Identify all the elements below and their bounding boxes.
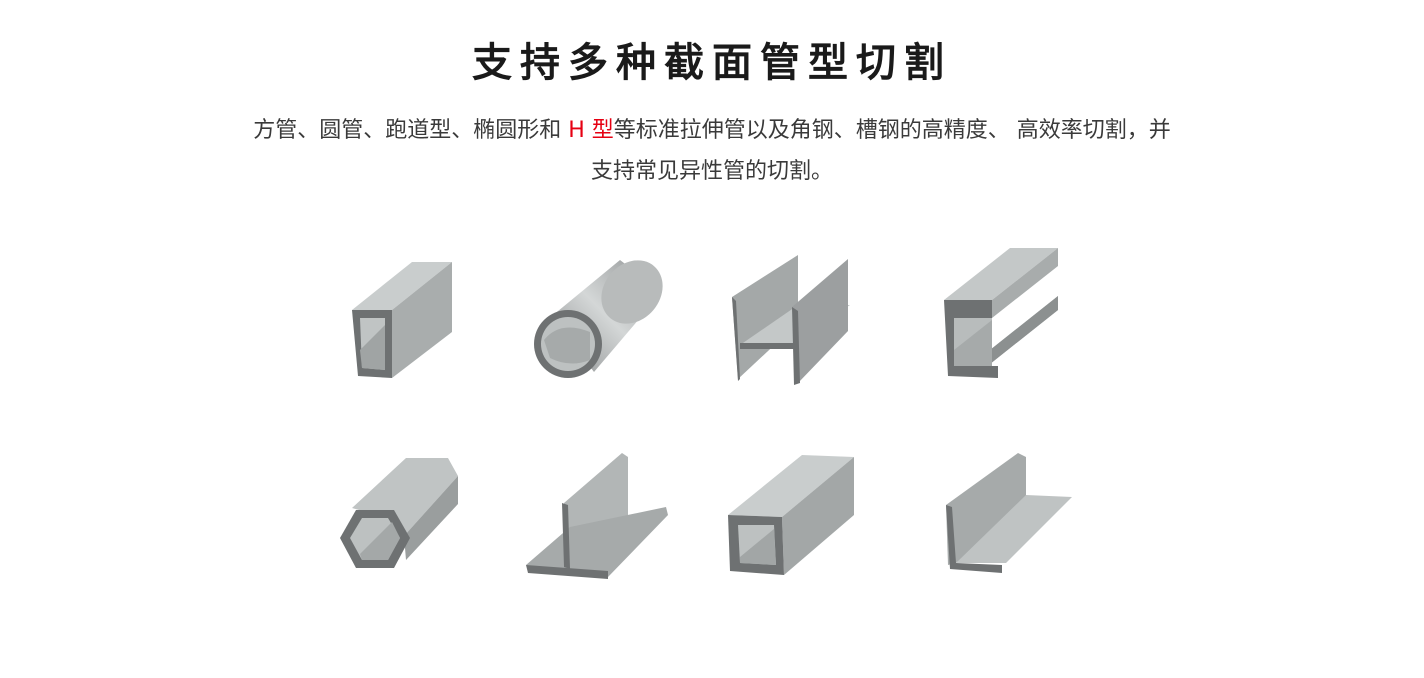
description-highlight: H 型 [568,118,614,143]
description-text-rest: 等标准拉伸管以及角钢、槽钢的高精度、 高效率切割，并支持常见异性管的切割。 [590,118,1171,184]
t-bar-icon [526,453,668,579]
square-tube-icon [352,262,452,378]
angle-steel-icon [946,453,1072,573]
rectangular-tube-icon [728,455,854,575]
h-beam-icon [732,255,850,385]
round-tube-icon [534,260,663,378]
lipped-channel-icon [944,248,1058,378]
description: 方管、圆管、跑道型、椭圆形和 H 型等标准拉伸管以及角钢、槽钢的高精度、 高效率… [250,110,1174,192]
hexagon-tube-icon [340,458,458,568]
page-title: 支持多种截面管型切割 [472,40,952,86]
description-text: 方管、圆管、跑道型、椭圆形和 [253,118,569,143]
